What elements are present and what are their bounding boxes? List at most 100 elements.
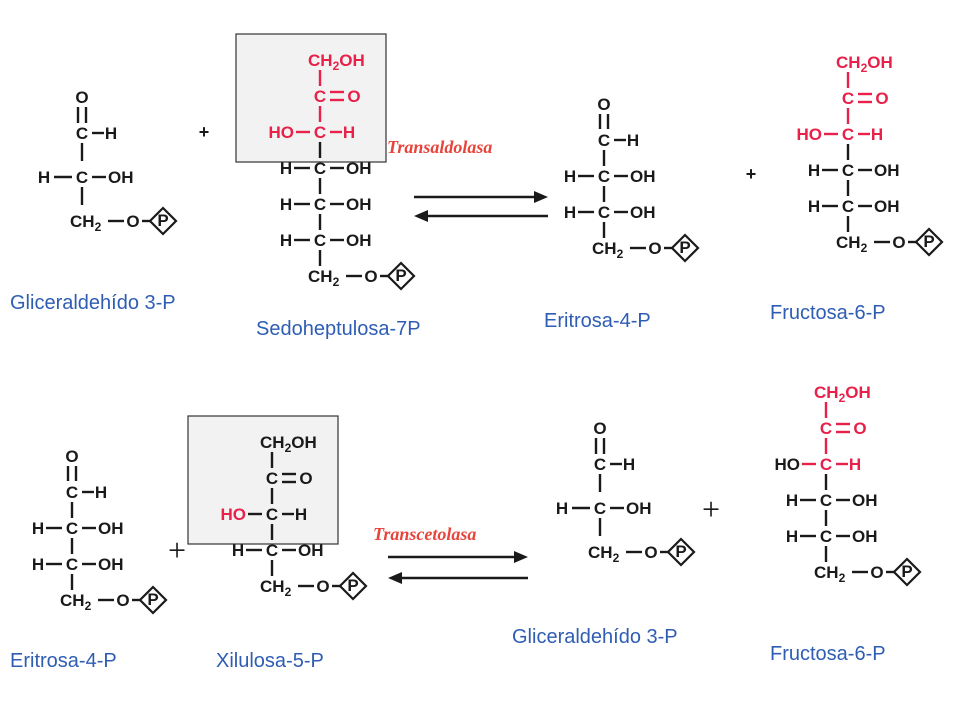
oxygen-atom: O <box>65 447 78 466</box>
hydrogen-atom: H <box>627 131 639 150</box>
carbon-atom: C <box>820 491 832 510</box>
carbon-atom: C <box>314 195 326 214</box>
hydrogen-atom: H <box>280 195 292 214</box>
hydroxyl-group: OH <box>852 491 878 510</box>
phosphate-icon <box>914 227 944 257</box>
ch2-group: CH2 <box>588 543 620 565</box>
carbon-atom: C <box>76 168 88 187</box>
hydrogen-atom: H <box>95 483 107 502</box>
hydroxyl-group: OH <box>346 231 372 250</box>
phosphate-label: P <box>675 542 686 561</box>
oxygen-atom: O <box>870 563 883 582</box>
ch2-group: CH2 <box>60 591 92 613</box>
hydroxyl-group: OH <box>874 161 900 180</box>
oxygen-atom: O <box>853 419 866 438</box>
carbon-atom: C <box>594 455 606 474</box>
ch2-group: CH2 <box>260 577 292 599</box>
reverse-arrowhead <box>388 572 402 584</box>
oxygen-atom: O <box>648 239 661 258</box>
carbon-atom: C <box>598 203 610 222</box>
oxygen-atom: O <box>316 577 329 596</box>
label-fructosa-6p-top: Fructosa-6-P <box>770 302 886 324</box>
ch2oh-group: CH2OH <box>308 51 365 73</box>
carbon-atom: C <box>266 469 278 488</box>
ch2-group: CH2 <box>836 233 868 255</box>
phosphate-label: P <box>347 576 358 595</box>
carbon-atom: C <box>314 159 326 178</box>
phosphate-label: P <box>923 232 934 251</box>
ch2-group: CH2 <box>308 267 340 289</box>
hydrogen-atom: H <box>38 168 50 187</box>
ch2oh-group: CH2OH <box>836 53 893 75</box>
carbon-atom: C <box>842 125 854 144</box>
ch2oh-group: CH2OH <box>814 383 871 405</box>
carbon-atom: C <box>76 124 88 143</box>
hydrogen-atom: H <box>786 527 798 546</box>
plus-sign-top-right: + <box>746 164 757 184</box>
oxygen-atom: O <box>593 419 606 438</box>
oxygen-atom: O <box>644 543 657 562</box>
hydrogen-atom: H <box>808 161 820 180</box>
plus-sign-bottom-right: + <box>702 491 720 527</box>
enzyme-transcetolasa: Transcetolasa <box>373 524 477 544</box>
transferred-group-box <box>187 415 339 545</box>
hydroxyl-group: OH <box>852 527 878 546</box>
carbon-atom: C <box>266 505 278 524</box>
label-fructosa-6p-bottom: Fructosa-6-P <box>770 643 886 665</box>
label-gliceraldehido-3p-top: Gliceraldehído 3-P <box>10 292 176 314</box>
hydrogen-atom: H <box>564 167 576 186</box>
hydroxyl-group: HO <box>797 125 823 144</box>
carbon-atom: C <box>598 131 610 150</box>
hydrogen-atom: H <box>556 499 568 518</box>
hydroxyl-group: OH <box>874 197 900 216</box>
hydrogen-atom: H <box>871 125 883 144</box>
label-eritrosa-4p-top: Eritrosa-4-P <box>544 310 651 332</box>
hydrogen-atom: H <box>564 203 576 222</box>
oxygen-atom: O <box>347 87 360 106</box>
equilibrium-arrows-top <box>414 191 548 222</box>
carbon-atom: C <box>842 197 854 216</box>
carbon-atom: C <box>66 555 78 574</box>
phosphate-icon <box>148 206 178 236</box>
ch2-group: CH2 <box>814 563 846 585</box>
carbon-atom: C <box>594 499 606 518</box>
plus-sign-bottom-left: + <box>168 532 186 568</box>
phosphate-icon <box>386 261 416 291</box>
reverse-arrowhead <box>414 210 428 222</box>
hydroxyl-group: OH <box>298 541 324 560</box>
phosphate-label: P <box>901 562 912 581</box>
hydrogen-atom: H <box>232 541 244 560</box>
phosphate-icon <box>670 233 700 263</box>
hydrogen-atom: H <box>343 123 355 142</box>
carbon-atom: C <box>598 167 610 186</box>
hydroxyl-group: OH <box>346 159 372 178</box>
phosphate-label: P <box>395 266 406 285</box>
equilibrium-arrows-bottom <box>388 551 528 584</box>
hydroxyl-group: OH <box>626 499 652 518</box>
hydrogen-atom: H <box>32 555 44 574</box>
oxygen-atom: O <box>75 88 88 107</box>
forward-arrowhead <box>534 191 548 203</box>
hydroxyl-group: HO <box>221 505 247 524</box>
hydroxyl-group: OH <box>98 555 124 574</box>
hydroxyl-group: OH <box>630 167 656 186</box>
hydroxyl-group: OH <box>98 519 124 538</box>
carbon-atom: C <box>266 541 278 560</box>
ch2oh-group: CH2OH <box>260 433 317 455</box>
hydrogen-atom: H <box>280 159 292 178</box>
hydroxyl-group: OH <box>108 168 134 187</box>
carbon-atom: C <box>820 455 832 474</box>
transferred-group-box <box>235 33 387 163</box>
phosphate-icon <box>892 557 922 587</box>
hydrogen-atom: H <box>32 519 44 538</box>
carbon-atom: C <box>820 419 832 438</box>
plus-sign-top-left: + <box>199 122 210 142</box>
